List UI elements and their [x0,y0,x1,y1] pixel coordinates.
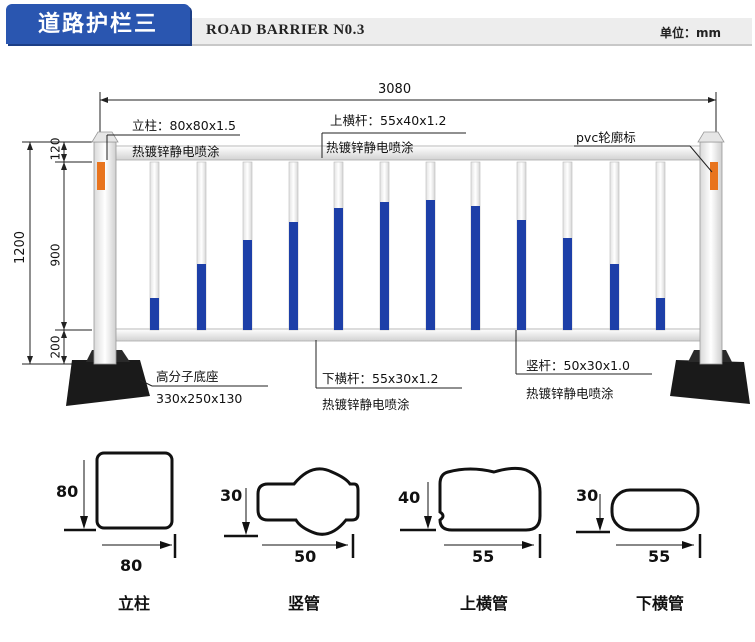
right-post [697,131,725,365]
bottom-rail-section-width: 55 [648,547,671,566]
unit-label: 单位：mm [660,26,722,40]
title-badge [6,4,190,44]
baluster-section-name: 竖管 [288,594,321,613]
reflector-label: pvc轮廓标 [576,130,636,145]
baluster-finish-label: 热镀锌静电喷涂 [526,386,614,401]
bottom-rail-spec-label: 下横杆：55x30x1.2 [322,371,439,386]
left-post [91,131,119,365]
post-section-height: 80 [56,482,79,501]
top-rail-section-width: 55 [472,547,495,566]
total-height-label: 1200 [13,230,29,265]
baluster-section-width: 50 [294,547,317,566]
baluster-spec-label: 竖杆：50x30x1.0 [526,358,630,373]
top-rail-spec-label: 上横杆：55x40x1.2 [330,113,447,128]
top-height-label: 120 [48,137,63,161]
right-reflector [710,162,718,190]
height-dimension [22,141,92,365]
leader-lines [106,132,713,389]
width-dimension [99,92,717,132]
middle-height-label: 900 [48,243,63,267]
bottom-rail-section [576,488,702,558]
baluster-section [224,467,360,558]
post-finish-label: 热镀锌静电喷涂 [132,144,220,159]
base-name-label: 高分子底座 [156,369,219,384]
bottom-rail-section-name: 下横管 [636,594,685,613]
top-rail-finish-label: 热镀锌静电喷涂 [326,140,414,155]
balusters [149,161,666,331]
post-spec-label: 立柱：80x80x1.5 [132,118,236,133]
page-subtitle: ROAD BARRIER N0.3 [206,22,365,38]
post-section-name: 立柱 [118,594,151,613]
header-strip [192,18,752,46]
left-reflector [97,162,105,190]
post-section [64,451,177,558]
bottom-rail-finish-label: 热镀锌静电喷涂 [322,397,410,412]
bottom-rail-section-height: 30 [576,486,599,505]
total-width-label: 3080 [378,82,412,97]
base-size-label: 330x250x130 [156,391,243,406]
bottom-rail [103,328,711,342]
top-rail-section-name: 上横管 [460,594,509,613]
page-title: 道路护栏三 [37,11,158,37]
top-rail-section [400,466,542,558]
post-section-width: 80 [120,556,143,575]
baluster-section-height: 30 [220,486,243,505]
top-rail-section-height: 40 [398,488,421,507]
bottom-height-label: 200 [48,335,63,359]
